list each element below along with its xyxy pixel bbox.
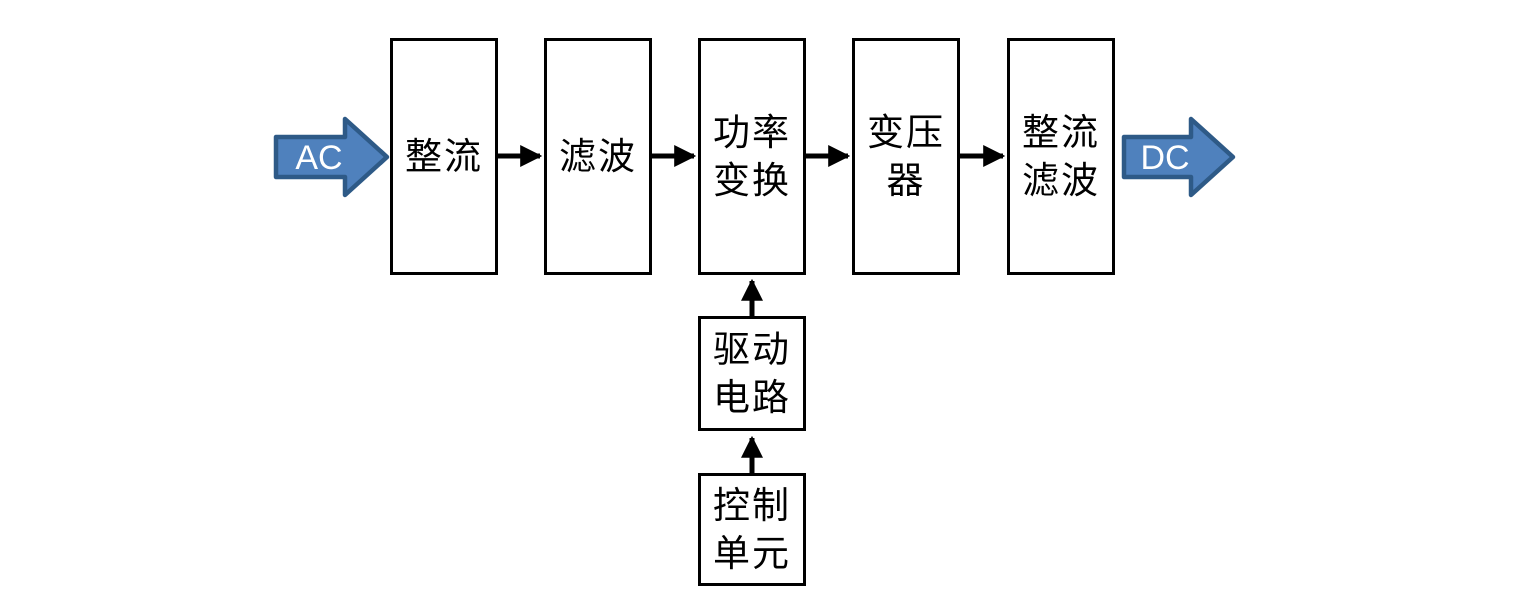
box-transformer-label: 变压 器 [867, 110, 945, 202]
box-filter: 滤波 [544, 38, 652, 275]
box-filter-label: 滤波 [559, 134, 637, 178]
box-rectifier-label: 整流 [405, 134, 483, 178]
ac-input-label: AC [295, 139, 342, 177]
box-control-unit-label: 控制 单元 [713, 483, 791, 575]
ac-input-arrow [273, 116, 390, 198]
box-rectifier-filter: 整流 滤波 [1007, 38, 1115, 275]
dc-output-label: DC [1140, 139, 1189, 177]
box-power-conversion: 功率 变换 [698, 38, 806, 275]
dc-output-arrow [1121, 116, 1236, 198]
box-rectifier-filter-label: 整流 滤波 [1022, 110, 1100, 202]
box-rectifier: 整流 [390, 38, 498, 275]
box-transformer: 变压 器 [852, 38, 960, 275]
box-control-unit: 控制 单元 [698, 473, 806, 586]
box-drive-circuit-label: 驱动 电路 [713, 327, 791, 419]
box-drive-circuit: 驱动 电路 [698, 316, 806, 431]
box-power-conversion-label: 功率 变换 [713, 110, 791, 202]
